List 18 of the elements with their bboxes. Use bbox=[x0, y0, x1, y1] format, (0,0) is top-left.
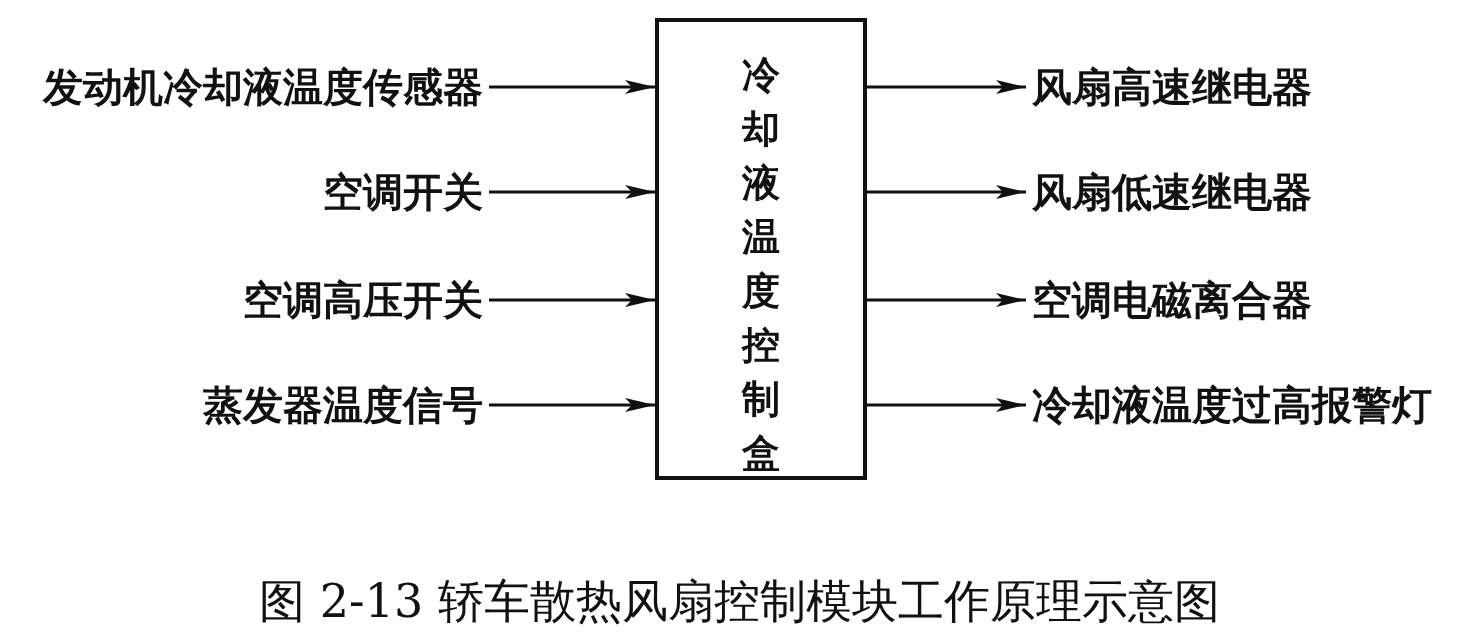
arrow bbox=[867, 185, 1026, 199]
arrow bbox=[867, 293, 1026, 307]
control-box: 冷却液温度控制盒 bbox=[655, 18, 867, 480]
arrow bbox=[867, 398, 1026, 412]
input-label: 蒸发器温度信号 bbox=[203, 382, 483, 428]
arrow bbox=[489, 293, 655, 307]
arrow bbox=[489, 80, 655, 94]
arrow bbox=[489, 398, 655, 412]
arrow bbox=[867, 80, 1026, 94]
input-label: 发动机冷却液温度传感器 bbox=[43, 64, 483, 110]
output-label: 冷却液温度过高报警灯 bbox=[1032, 382, 1432, 428]
output-label: 风扇低速继电器 bbox=[1032, 169, 1312, 215]
caption: 图 2-13 轿车散热风扇控制模块工作原理示意图 bbox=[259, 573, 1220, 630]
arrow bbox=[489, 185, 655, 199]
output-label: 空调电磁离合器 bbox=[1032, 277, 1312, 323]
input-label: 空调高压开关 bbox=[243, 277, 483, 323]
output-label: 风扇高速继电器 bbox=[1032, 64, 1312, 110]
input-label: 空调开关 bbox=[323, 169, 483, 215]
